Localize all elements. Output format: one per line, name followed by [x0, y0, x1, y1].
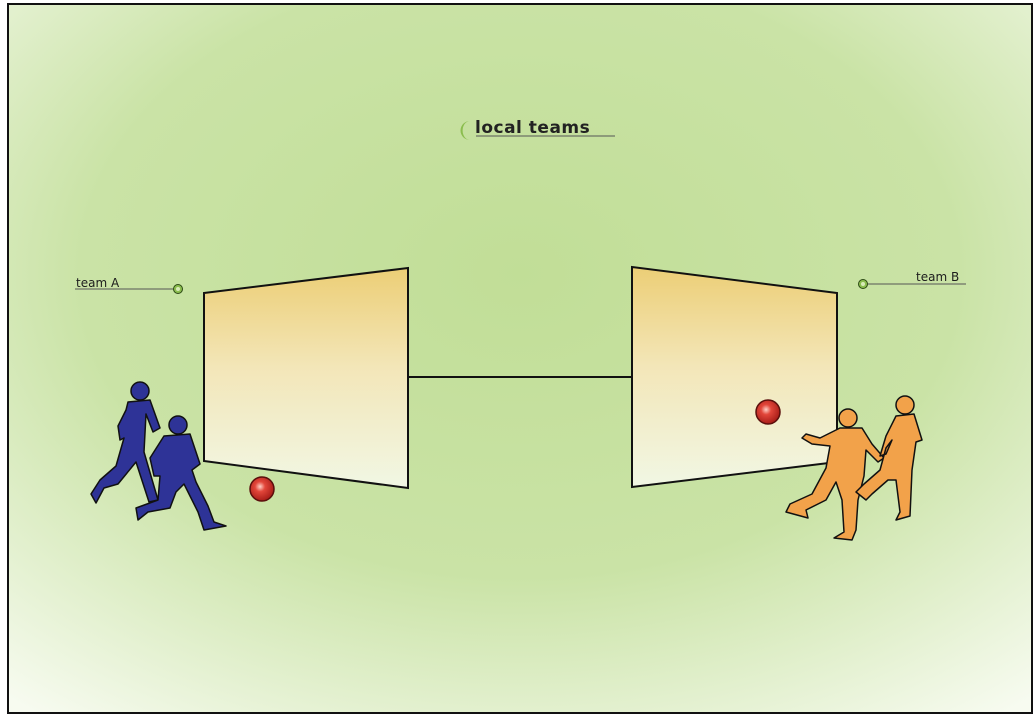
- team-a-marker-icon: [173, 284, 183, 294]
- page-title: local teams: [475, 118, 591, 138]
- team-b-panel: [631, 265, 838, 489]
- team-b-player-2-icon: [855, 395, 923, 521]
- team-a-panel: [203, 266, 409, 490]
- title-bullet-icon: [460, 121, 470, 140]
- team-b-label: team B: [916, 270, 960, 284]
- team-b-marker-icon: [858, 279, 868, 289]
- team-a-player-1-icon: [90, 381, 161, 504]
- team-b-players: [785, 395, 923, 541]
- team-b-player-1-icon: [785, 408, 885, 541]
- team-a-player-2-icon: [135, 415, 227, 531]
- team-b-ball-icon: [755, 399, 781, 425]
- team-a-label: team A: [76, 276, 120, 290]
- team-a-players: [90, 381, 227, 531]
- team-a-ball-icon: [249, 476, 275, 502]
- background: [7, 3, 1033, 714]
